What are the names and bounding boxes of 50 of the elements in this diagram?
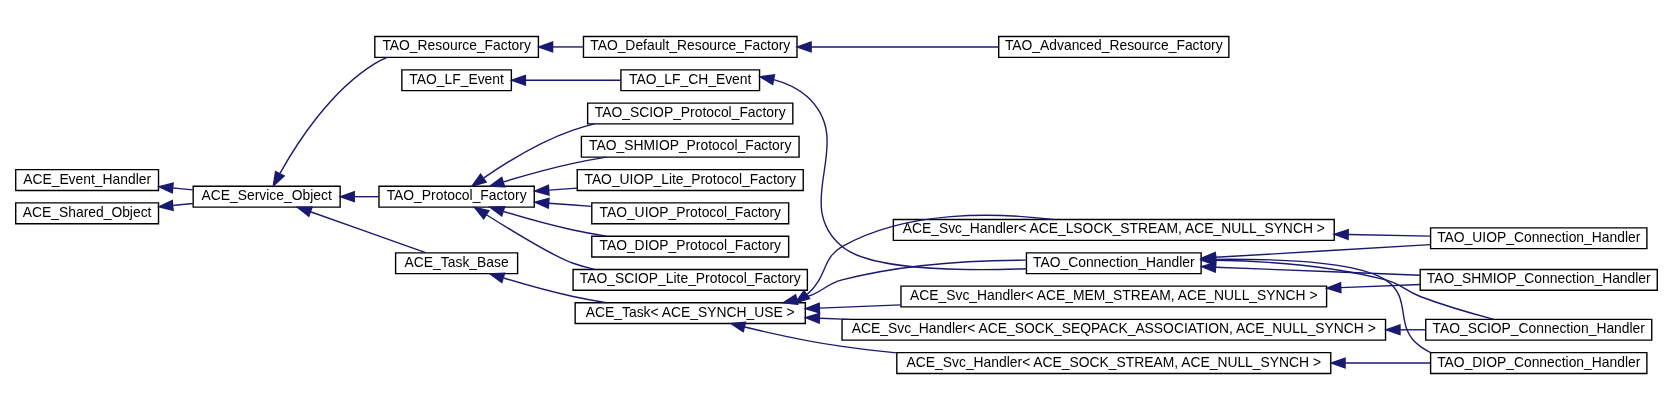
node-box: TAO_SCIOP_Lite_Protocol_Factory — [572, 268, 809, 291]
node-box: TAO_UIOP_Lite_Protocol_Factory — [576, 168, 804, 191]
node-box: TAO_Advanced_Resource_Factory — [998, 35, 1230, 58]
node-box: TAO_SHMIOP_Protocol_Factory — [580, 135, 800, 158]
arrow — [1324, 281, 1421, 293]
node-box: TAO_Protocol_Factory — [378, 185, 535, 208]
node-box: ACE_Svc_Handler< ACE_MEM_STREAM, ACE_NULL_SYNCH > — [900, 284, 1328, 308]
node-box: TAO_Default_Resource_Factory — [582, 35, 798, 58]
node-box: ACE_Service_Object — [192, 185, 341, 208]
arrow — [1332, 228, 1431, 240]
arrow — [487, 205, 608, 237]
node-box: ACE_Task< ACE_SYNCH_USE > — [574, 301, 806, 324]
arrow — [338, 190, 380, 202]
arrow — [487, 272, 608, 303]
node-box: ACE_Shared_Object — [15, 201, 160, 224]
arrow — [728, 320, 898, 353]
arrow — [156, 199, 194, 211]
node-box: ACE_Task_Base — [394, 251, 519, 274]
arrow — [536, 40, 585, 53]
node-box: ACE_Svc_Handler< ACE_SOCK_STREAM, ACE_NULL_SYNCH > — [896, 351, 1332, 374]
node-box: TAO_Resource_Factory — [374, 35, 540, 58]
arrow — [509, 73, 622, 86]
arrow — [1329, 356, 1432, 369]
arrow — [803, 301, 902, 314]
arrow — [1384, 323, 1427, 336]
node-box: TAO_Connection_Handler — [1025, 251, 1202, 274]
node-box: ACE_Svc_Handler< ACE_SOCK_SEQPACK_ASSOCIATION, ACE_NULL_SYNCH > — [841, 318, 1387, 341]
node-box: TAO_DIOP_Connection_Handler — [1429, 351, 1648, 374]
node-box: TAO_LF_Event — [401, 68, 513, 91]
node-box: TAO_UIOP_Protocol_Factory — [591, 201, 790, 224]
node-box: TAO_LF_CH_Event — [620, 68, 761, 91]
arrow — [156, 181, 194, 194]
arrow — [803, 311, 850, 324]
node-box: TAO_SCIOP_Protocol_Factory — [586, 101, 794, 125]
node-box: TAO_SHMIOP_Connection_Handler — [1419, 268, 1658, 291]
arrow — [487, 156, 608, 187]
node-box: ACE_Svc_Handler< ACE_LSOCK_STREAM, ACE_NULL_SYNCH > — [892, 218, 1335, 241]
node-box: TAO_DIOP_Protocol_Factory — [591, 235, 790, 258]
arrow — [470, 122, 596, 187]
node-box: TAO_UIOP_Connection_Handler — [1429, 226, 1648, 249]
arrow — [472, 205, 596, 270]
node-box: ACE_Event_Handler — [15, 168, 160, 191]
arrow — [795, 40, 1000, 53]
arrow — [532, 183, 578, 196]
arrow — [757, 73, 1027, 270]
arrow — [295, 205, 427, 253]
arrow — [272, 56, 388, 188]
node-box: TAO_SCIOP_Connection_Handler — [1425, 318, 1653, 341]
arrow — [532, 196, 593, 209]
arrow — [781, 258, 1027, 305]
